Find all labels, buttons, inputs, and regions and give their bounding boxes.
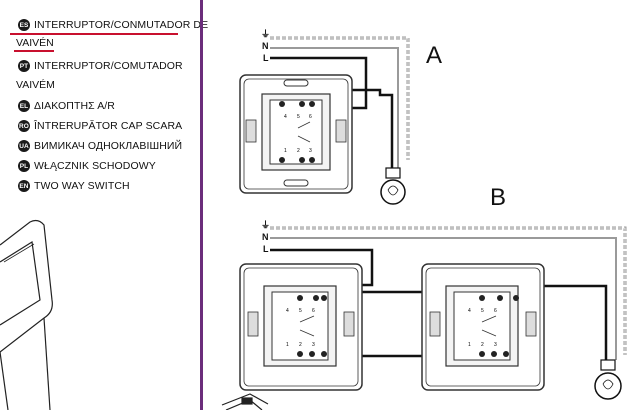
lang-badge-ua: UA bbox=[18, 140, 30, 152]
live-label-a: L bbox=[263, 53, 269, 63]
lang-label-el: ΔΙΑΚΟΠΤΗΣ Α/R bbox=[34, 100, 115, 112]
ground-symbol-b: ⏚ bbox=[261, 220, 271, 230]
neutral-wire-a bbox=[270, 47, 399, 168]
title-underline bbox=[10, 33, 178, 35]
terminal-4-b1: 4 bbox=[286, 308, 289, 314]
terminal-3-b1: 3 bbox=[312, 342, 315, 348]
lang-badge-pt: PT bbox=[18, 60, 30, 72]
lang-label-pt-line2: VAIVÉM bbox=[16, 79, 55, 91]
lang-label-ua: ВИМИКАЧ ОДНОКЛАВІШНИЙ bbox=[34, 140, 183, 152]
lang-badge-es: ES bbox=[18, 19, 30, 31]
lang-badge-ro: RO bbox=[18, 120, 30, 132]
lang-item-el: EL ΔΙΑΚΟΠΤΗΣ Α/R bbox=[18, 100, 115, 112]
switch-product-illustration bbox=[0, 219, 53, 410]
diagram-a: 4 5 6 1 2 3 bbox=[239, 36, 410, 205]
terminal-2-a: 2 bbox=[297, 148, 300, 154]
lang-label-es-line2: VAIVÉN bbox=[16, 37, 54, 49]
lang-item-pl: PL WŁĄCZNIK SCHODOWY bbox=[18, 160, 156, 172]
lang-badge-en: EN bbox=[18, 180, 30, 192]
terminal-2-b1: 2 bbox=[299, 342, 302, 348]
lang-label-pl: WŁĄCZNIK SCHODOWY bbox=[34, 160, 156, 172]
live-label-b: L bbox=[263, 244, 269, 254]
lang-label-ro: ÎNTRERUPĂTOR CAP SCARA bbox=[34, 120, 183, 132]
neutral-label-b: N bbox=[262, 232, 269, 242]
language-list: ES INTERRUPTOR/CONMUTADOR DE VAIVÉN PT I… bbox=[0, 0, 208, 410]
lang-badge-pl: PL bbox=[18, 160, 30, 172]
diagram-b: 4 5 6 1 2 3 4 5 6 1 2 3 bbox=[239, 226, 627, 400]
lang-item-es: ES INTERRUPTOR/CONMUTADOR DE bbox=[18, 19, 208, 31]
terminal-3-a: 3 bbox=[309, 148, 312, 154]
terminal-5-a: 5 bbox=[297, 114, 300, 120]
lang-item-ua: UA ВИМИКАЧ ОДНОКЛАВІШНИЙ bbox=[18, 140, 182, 152]
lang-item-en: EN TWO WAY SWITCH bbox=[18, 180, 130, 192]
diagram-b-label: B bbox=[490, 184, 507, 211]
lang-item-ro: RO ÎNTRERUPĂTOR CAP SCARA bbox=[18, 120, 182, 132]
terminal-4-a: 4 bbox=[284, 114, 287, 120]
title-underline-short bbox=[14, 50, 54, 52]
section-divider bbox=[200, 0, 203, 410]
light-bulb-a-icon bbox=[380, 167, 406, 205]
terminal-5-b1: 5 bbox=[299, 308, 302, 314]
terminal-1-a: 1 bbox=[284, 148, 287, 154]
terminal-3-b2: 3 bbox=[494, 342, 497, 348]
neutral-wire-b bbox=[270, 237, 617, 360]
lang-badge-el: EL bbox=[18, 100, 30, 112]
light-bulb-b-icon bbox=[594, 359, 622, 400]
corner-product-illustration bbox=[221, 393, 269, 410]
lang-label-pt: INTERRUPTOR/COMUTADOR bbox=[34, 60, 183, 72]
terminal-6-a: 6 bbox=[309, 114, 312, 120]
terminal-1-b1: 1 bbox=[286, 342, 289, 348]
terminal-6-b1: 6 bbox=[312, 308, 315, 314]
terminal-1-b2: 1 bbox=[468, 342, 471, 348]
terminal-5-b2: 5 bbox=[481, 308, 484, 314]
lang-label-es: INTERRUPTOR/CONMUTADOR DE bbox=[34, 19, 209, 31]
terminal-2-b2: 2 bbox=[481, 342, 484, 348]
terminal-4-b2: 4 bbox=[468, 308, 471, 314]
terminal-6-b2: 6 bbox=[494, 308, 497, 314]
neutral-label-a: N bbox=[262, 41, 269, 51]
ground-symbol-a: ⏚ bbox=[261, 29, 271, 39]
lang-item-pt: PT INTERRUPTOR/COMUTADOR bbox=[18, 60, 183, 72]
lang-label-en: TWO WAY SWITCH bbox=[34, 180, 130, 192]
diagram-a-label: A bbox=[426, 42, 443, 69]
